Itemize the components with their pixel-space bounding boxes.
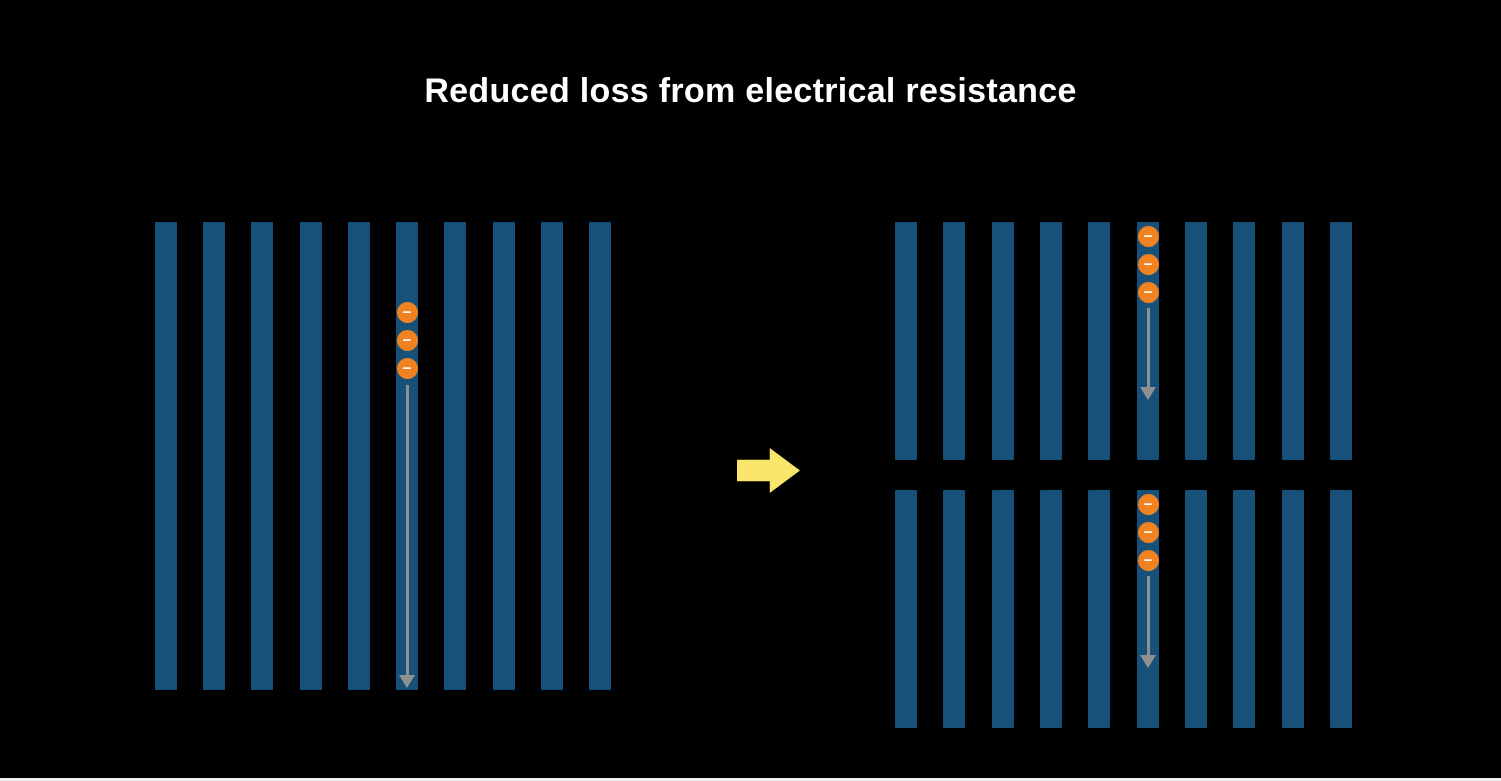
- electron-icon: −: [1137, 522, 1159, 543]
- arrow-head: [1140, 387, 1156, 400]
- cell-finger-bar: [1233, 490, 1256, 728]
- cell-finger-bar: [347, 222, 370, 690]
- cell-finger-bar: [251, 222, 274, 690]
- cell-finger-bar: [588, 222, 611, 690]
- current-flow: − − −: [1137, 222, 1159, 460]
- cell-finger-bar: [1088, 490, 1111, 728]
- cell-finger-bar: [943, 490, 966, 728]
- electron-group: − − −: [396, 222, 418, 379]
- cell-finger-bar: [1281, 222, 1304, 460]
- cell-finger-bar: [299, 222, 322, 690]
- cell-finger-bar: [1281, 490, 1304, 728]
- cell-finger-bar: [1184, 222, 1207, 460]
- electron-icon: −: [1137, 282, 1159, 303]
- cell-finger-bar: [492, 222, 515, 690]
- cell-finger-bar: [895, 222, 917, 460]
- cell-finger-bar: [1329, 490, 1352, 728]
- electron-icon: −: [1137, 226, 1159, 247]
- arrow-shaft: [1146, 308, 1150, 387]
- electron-icon: −: [396, 358, 418, 379]
- cell-finger-bar: [895, 490, 917, 728]
- current-direction-arrow-icon: [399, 385, 415, 688]
- transform-arrow-icon: [737, 448, 800, 493]
- cell-finger-bar: [991, 222, 1014, 460]
- current-flow: − − −: [396, 222, 418, 690]
- half-cell-bottom-panel: − − −: [895, 490, 1352, 728]
- cell-finger-bar: [540, 222, 563, 690]
- finger-bar-group: [895, 490, 1352, 728]
- finger-bar-group: [155, 222, 611, 690]
- arrow-head: [1140, 655, 1156, 668]
- electron-icon: −: [396, 302, 418, 323]
- electron-icon: −: [1137, 254, 1159, 275]
- arrow-head: [399, 675, 415, 688]
- cell-finger-bar: [1329, 222, 1352, 460]
- cell-finger-bar: [444, 222, 467, 690]
- electron-icon: −: [1137, 494, 1159, 515]
- electron-group: − − −: [1137, 222, 1159, 303]
- cell-finger-bar: [991, 490, 1014, 728]
- cell-finger-bar: [1039, 490, 1062, 728]
- cell-finger-bar: [203, 222, 226, 690]
- full-cell-panel: − − −: [155, 222, 611, 690]
- cell-finger-bar: [1088, 222, 1111, 460]
- cell-finger-bar: [1233, 222, 1256, 460]
- electron-icon: −: [396, 330, 418, 351]
- cell-finger-bar: [1039, 222, 1062, 460]
- current-flow: − − −: [1137, 490, 1159, 728]
- current-direction-arrow-icon: [1140, 576, 1156, 668]
- current-direction-arrow-icon: [1140, 308, 1156, 400]
- diagram-title: Reduced loss from electrical resistance: [424, 72, 1077, 110]
- half-cell-top-panel: − − −: [895, 222, 1352, 460]
- arrow-shaft: [1146, 576, 1150, 655]
- finger-bar-group: [895, 222, 1352, 460]
- cell-finger-bar: [1184, 490, 1207, 728]
- page-bottom-edge: [0, 778, 1501, 781]
- cell-finger-bar: [943, 222, 966, 460]
- cell-finger-bar: [155, 222, 177, 690]
- electron-group: − − −: [1137, 490, 1159, 571]
- arrow-shaft: [405, 385, 409, 675]
- electron-icon: −: [1137, 550, 1159, 571]
